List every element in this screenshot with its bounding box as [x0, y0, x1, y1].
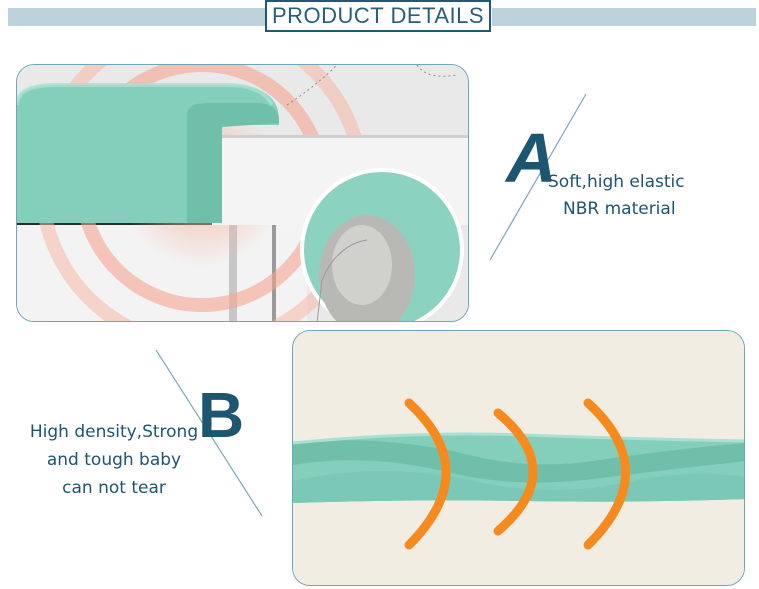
tension-arc-1: [404, 398, 451, 550]
foam-strip-illustration: [293, 331, 744, 585]
corner-guard-illustration: [17, 65, 468, 321]
feature-b-line-3: can not tear: [62, 478, 166, 498]
header-band-right: [492, 8, 756, 26]
tension-arc-3: [583, 398, 630, 550]
feature-b-line-2: and tough baby: [46, 450, 182, 470]
header-band-left: [8, 8, 266, 26]
divider-slash-b: [155, 349, 263, 517]
feature-letter-b: B: [198, 379, 245, 451]
feature-letter-a: A: [506, 119, 557, 197]
feature-a-line-1: Soft,high elastic: [548, 172, 685, 192]
section-title-box: PRODUCT DETAILS: [265, 0, 491, 32]
section-title: PRODUCT DETAILS: [271, 3, 485, 28]
corner-guard-photo: [16, 64, 469, 322]
divider-slash-a: [489, 93, 587, 261]
feature-b-line-1: High density,Strong: [29, 422, 199, 442]
tension-arc-2: [493, 408, 538, 536]
feature-b-caption: High density,Strong and tough baby can n…: [14, 418, 214, 502]
foam-strip-photo: [292, 330, 745, 586]
feature-a-line-2: NBR material: [563, 199, 676, 219]
